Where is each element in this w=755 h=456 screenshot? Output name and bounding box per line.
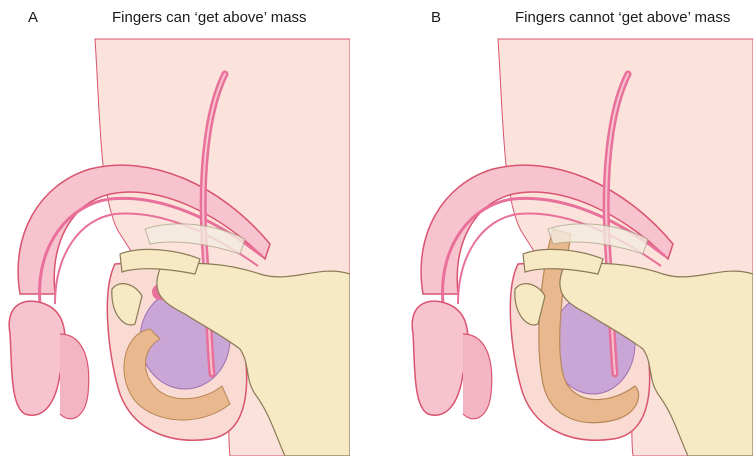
glans bbox=[412, 301, 468, 415]
panel-b: B Fingers cannot ‘get above’ mass bbox=[403, 0, 753, 456]
panel-letter: B bbox=[431, 9, 441, 26]
panel-a: A Fingers can ‘get above’ mass bbox=[0, 0, 350, 456]
panel-letter: A bbox=[28, 9, 38, 26]
panel-title: Fingers cannot ‘get above’ mass bbox=[515, 9, 730, 26]
scrotal-examination-illustration bbox=[0, 34, 350, 456]
panel-title: Fingers can ‘get above’ mass bbox=[112, 9, 307, 26]
glans bbox=[9, 301, 65, 415]
scrotal-examination-illustration bbox=[403, 34, 753, 456]
